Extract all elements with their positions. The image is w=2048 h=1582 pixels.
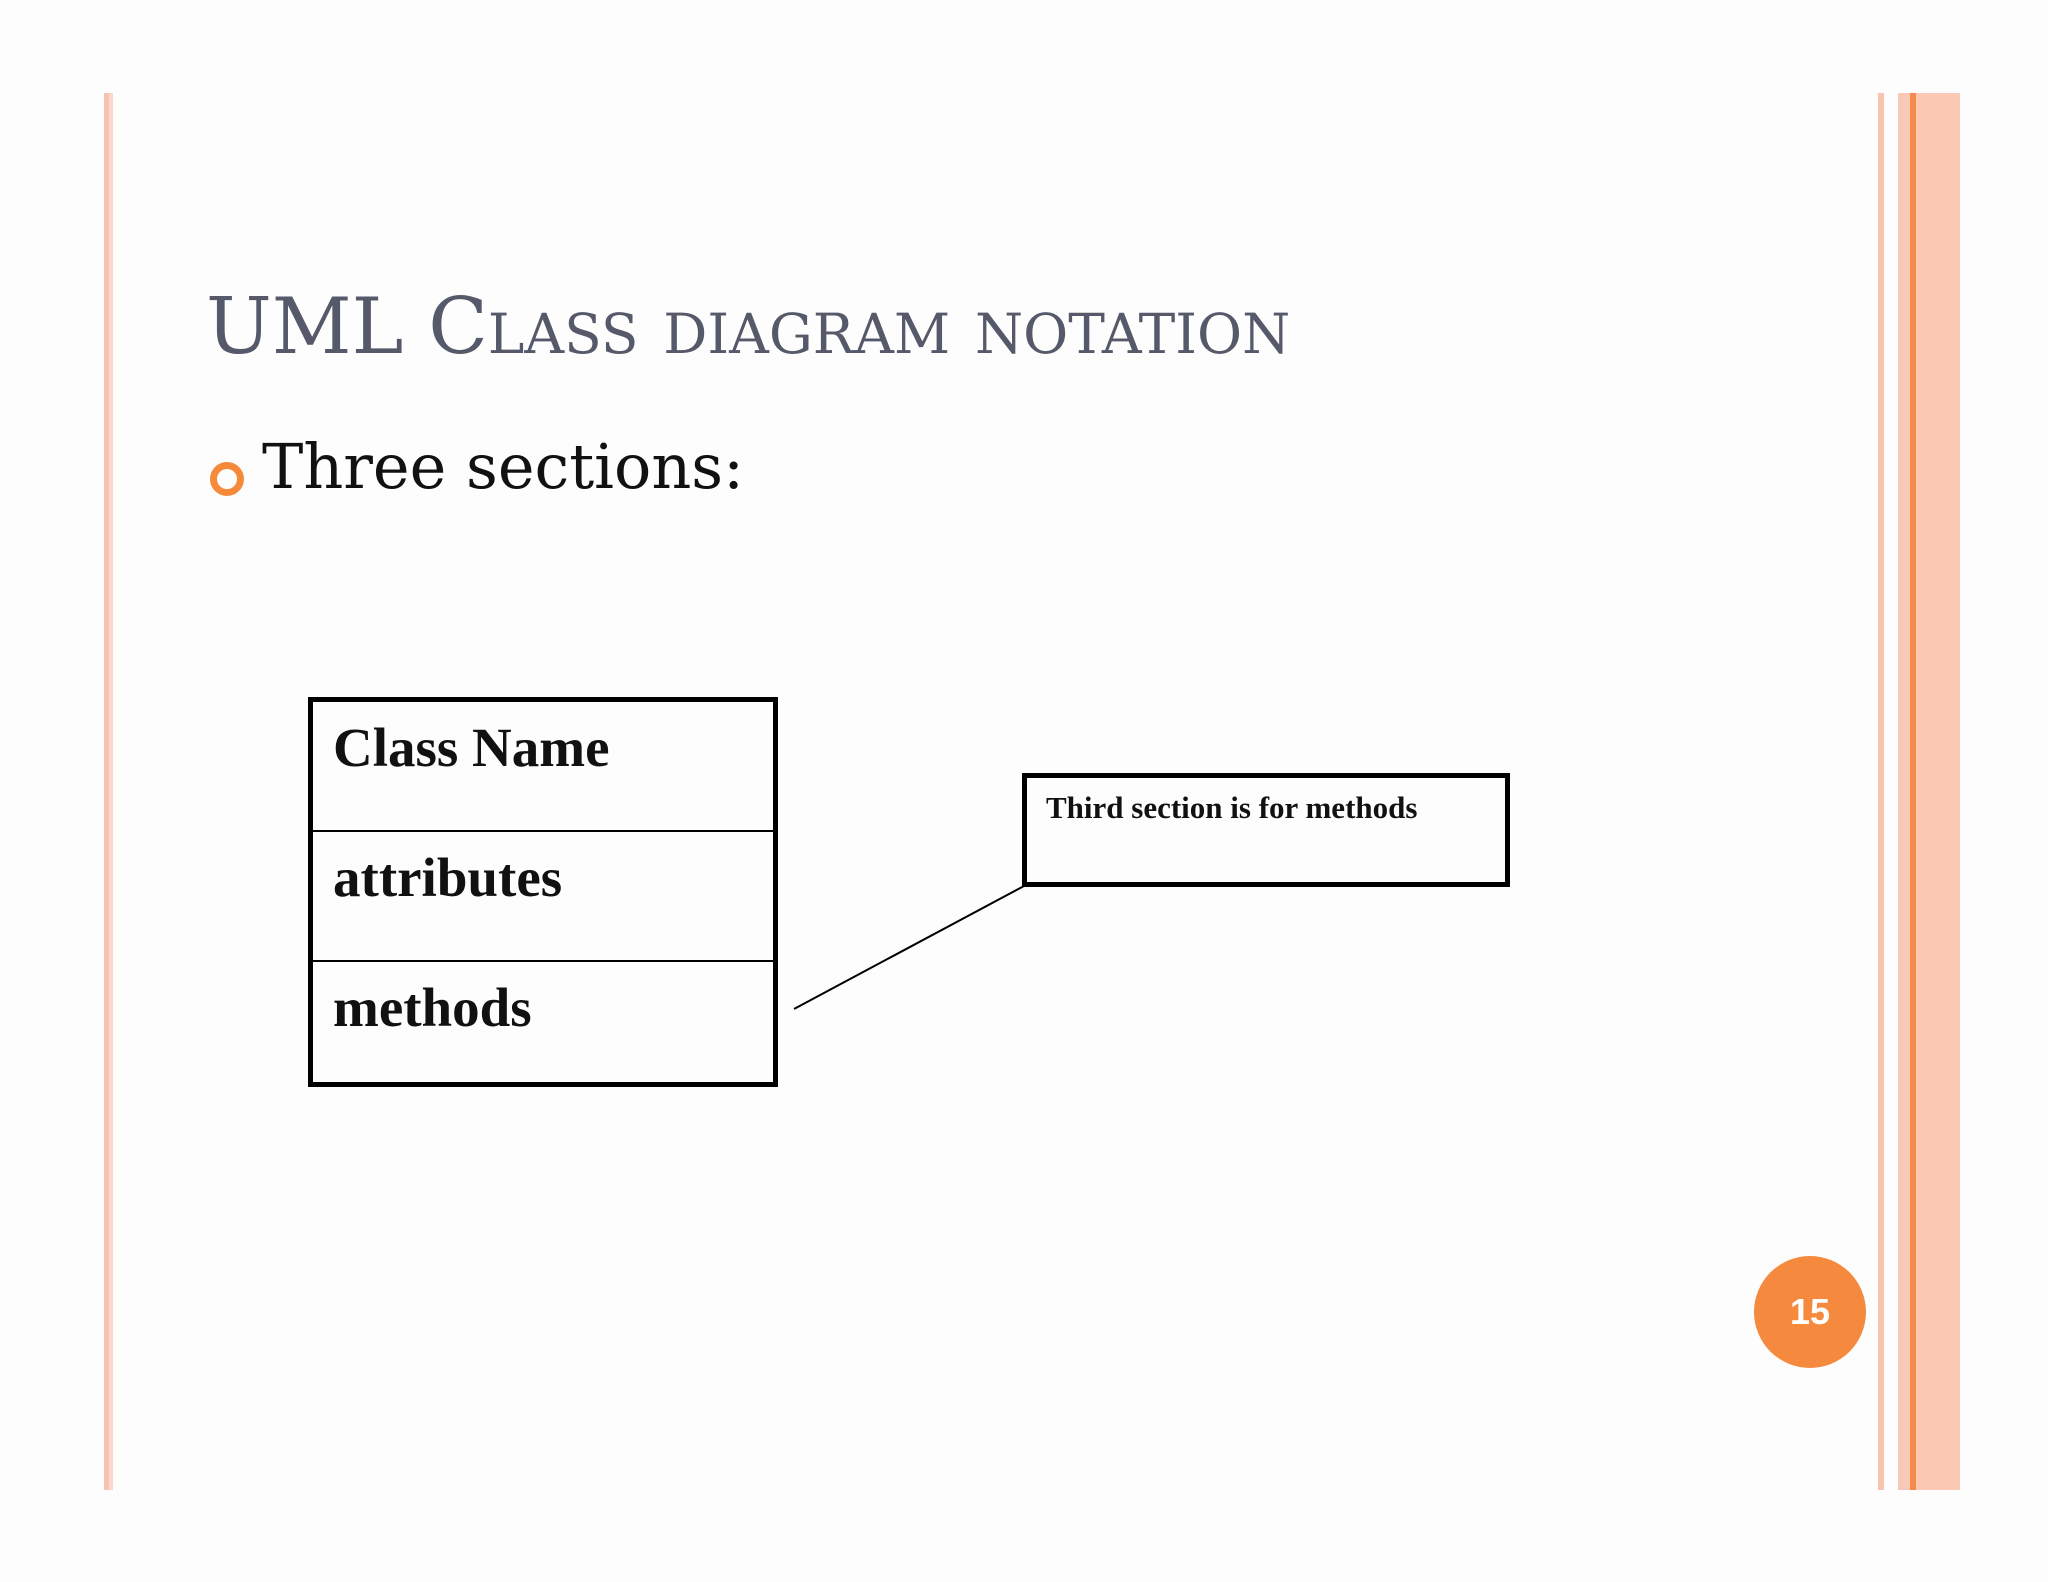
right-decorative-bar-wide	[1916, 93, 1960, 1490]
right-decorative-bar-thin	[1878, 93, 1884, 1490]
left-decorative-bar	[104, 93, 109, 1490]
uml-class-box: Class Name attributes methods	[308, 697, 778, 1087]
hollow-circle-icon	[210, 462, 244, 496]
methods-section: methods	[313, 962, 773, 1087]
attributes-label: attributes	[333, 847, 563, 908]
page-number-badge: 15	[1754, 1256, 1866, 1368]
left-decorative-bar-inner	[109, 93, 113, 1490]
methods-label: methods	[333, 977, 532, 1038]
bullet-text: Three sections:	[262, 430, 744, 503]
note-box: Third section is for methods	[1022, 773, 1510, 887]
slide-title: UML Class diagram notation	[206, 282, 1291, 372]
right-decorative-bar-light	[1898, 93, 1910, 1490]
class-name-section: Class Name	[313, 702, 773, 832]
note-text: Third section is for methods	[1046, 790, 1418, 825]
right-decorative-bar-accent	[1910, 93, 1916, 1490]
connector-line	[793, 885, 1025, 1010]
attributes-section: attributes	[313, 832, 773, 962]
class-name-label: Class Name	[333, 717, 610, 778]
page-number: 15	[1789, 1291, 1831, 1332]
